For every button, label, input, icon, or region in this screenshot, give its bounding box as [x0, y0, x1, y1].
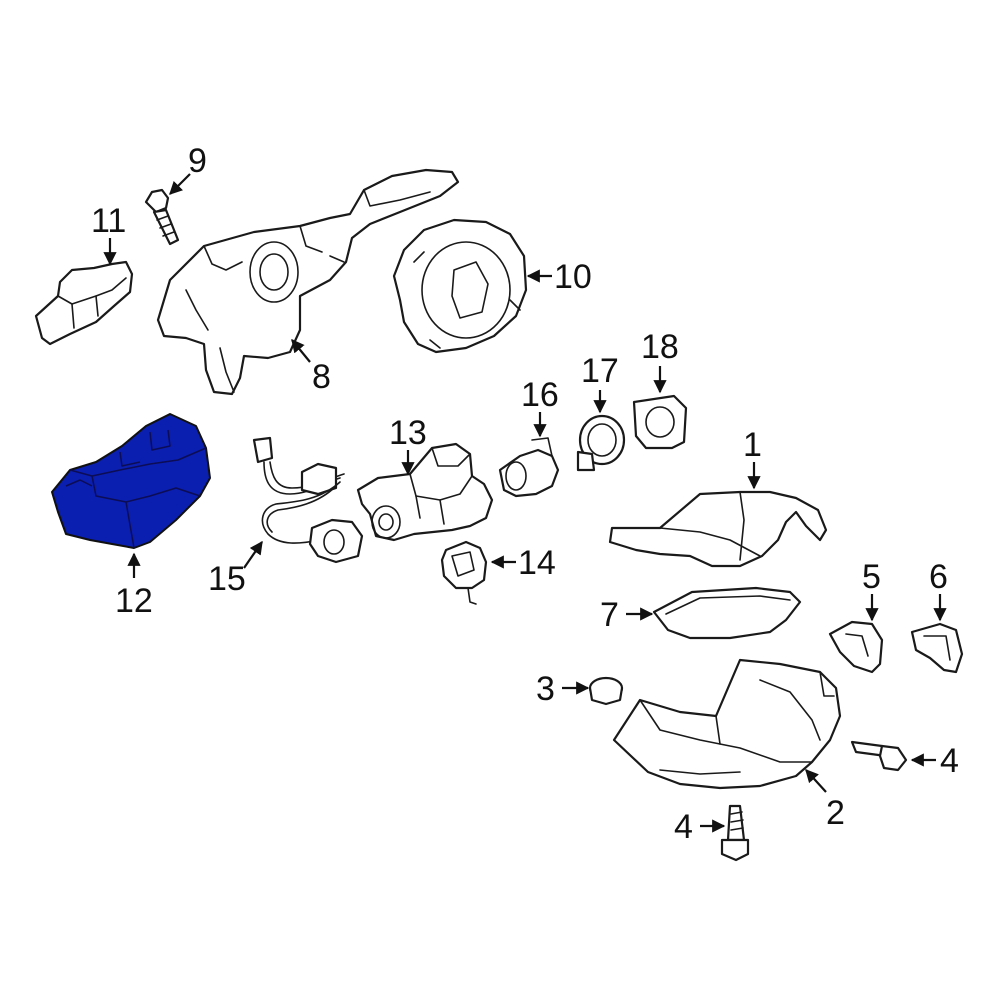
part-7-trim-panel[interactable]: [652, 586, 802, 640]
part-12-highlighted[interactable]: [51, 413, 211, 549]
callout-5: 5: [862, 558, 881, 622]
part-14-connector[interactable]: [440, 540, 488, 605]
callout-12: 12: [115, 552, 153, 620]
callout-4b: 4: [674, 808, 726, 846]
part-13-ignition-housing[interactable]: [356, 442, 494, 542]
part-18-bezel[interactable]: [632, 394, 688, 450]
part-16-lock-cylinder[interactable]: [498, 437, 560, 498]
callout-label-11: 11: [91, 202, 126, 240]
callout-13: 13: [389, 414, 427, 476]
part-11-bracket[interactable]: [34, 260, 134, 346]
callout-17: 17: [581, 352, 619, 414]
part-15-wiring-harness[interactable]: [252, 436, 364, 564]
callout-8: 8: [291, 338, 331, 396]
callout-1: 1: [743, 426, 762, 490]
part-4-screw-right[interactable]: [850, 740, 908, 772]
callout-label-1: 1: [743, 426, 762, 464]
callout-label-5: 5: [862, 558, 881, 596]
part-1-upper-column-cover[interactable]: [608, 490, 828, 568]
callout-label-10: 10: [554, 258, 592, 296]
part-4-screw-lower[interactable]: [720, 804, 750, 862]
callout-label-3: 3: [536, 670, 555, 708]
callout-9: 9: [169, 142, 207, 195]
callout-label-4a: 4: [940, 742, 959, 780]
part-2-lower-column-cover[interactable]: [612, 658, 842, 790]
callout-label-17: 17: [581, 352, 619, 390]
callout-16: 16: [521, 376, 559, 438]
callout-label-13: 13: [389, 414, 427, 452]
callout-label-12: 12: [115, 582, 153, 620]
callout-3: 3: [536, 670, 590, 708]
part-8-combination-switch[interactable]: [156, 168, 460, 396]
callout-7: 7: [600, 596, 654, 634]
callout-label-8: 8: [312, 358, 331, 396]
callout-18: 18: [641, 328, 679, 394]
callout-10: 10: [526, 258, 592, 296]
callout-label-14: 14: [518, 544, 556, 582]
part-6-clip[interactable]: [910, 622, 964, 674]
callout-6: 6: [929, 558, 948, 622]
callout-label-9: 9: [188, 142, 207, 180]
part-9-screw[interactable]: [144, 188, 180, 246]
part-5-clip[interactable]: [828, 620, 884, 674]
callout-label-7: 7: [600, 596, 619, 634]
part-10-clock-spring[interactable]: [392, 218, 528, 354]
callout-15: 15: [208, 540, 263, 598]
callout-label-4b: 4: [674, 808, 693, 846]
callout-4a: 4: [910, 742, 959, 780]
part-3-grommet[interactable]: [588, 676, 624, 706]
part-17-ring[interactable]: [576, 414, 626, 472]
callout-label-18: 18: [641, 328, 679, 366]
callout-label-6: 6: [929, 558, 948, 596]
callout-11: 11: [91, 202, 126, 266]
callout-label-16: 16: [521, 376, 559, 414]
callout-2: 2: [805, 769, 845, 832]
callout-label-15: 15: [208, 560, 246, 598]
callout-label-2: 2: [826, 794, 845, 832]
callout-14: 14: [490, 544, 556, 582]
